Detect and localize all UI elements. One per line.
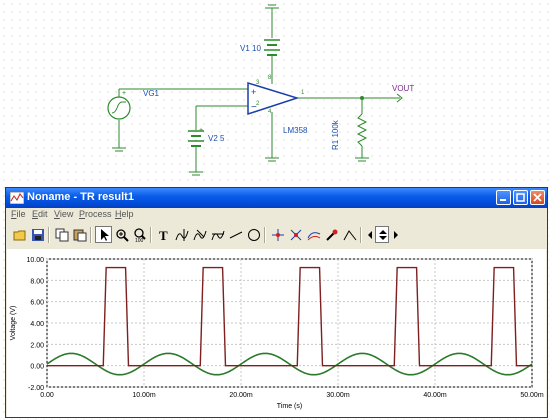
marker-b-icon xyxy=(290,229,302,241)
menu-help[interactable]: Help xyxy=(115,209,134,219)
step-left-icon xyxy=(368,231,372,239)
cursor-c-icon xyxy=(211,230,225,241)
x-tick-label: 0.00 xyxy=(40,392,54,399)
y-tick-label: 8.00 xyxy=(30,278,44,285)
line-tool-button[interactable] xyxy=(227,226,244,243)
zoom-100-button[interactable]: 100 xyxy=(131,226,148,243)
close-button[interactable] xyxy=(530,190,545,205)
cursor-b-button[interactable] xyxy=(191,226,208,243)
step-left-button[interactable] xyxy=(364,226,374,243)
x-axis-label: Time (s) xyxy=(277,403,302,410)
svg-text:T: T xyxy=(159,228,168,242)
svg-text:+: + xyxy=(199,127,203,134)
step-updown-icon xyxy=(379,230,387,240)
cursor-b-icon xyxy=(193,229,207,241)
marker-b-button[interactable] xyxy=(287,226,304,243)
pin2-label: 2 xyxy=(256,101,260,107)
copy-button[interactable] xyxy=(53,226,70,243)
step-updown-button[interactable] xyxy=(375,226,389,243)
zoom-in-button[interactable] xyxy=(113,226,130,243)
text-icon: T xyxy=(159,228,168,242)
pin3-label: 3 xyxy=(256,80,260,86)
cursor-a-icon xyxy=(175,229,189,241)
v1-label: V1 10 xyxy=(240,44,261,53)
svg-text:+: + xyxy=(122,90,126,97)
paste-icon xyxy=(73,229,87,242)
marker-c-icon xyxy=(307,232,321,241)
series-sine xyxy=(46,352,533,376)
zoom-100-icon: 100 xyxy=(134,228,146,242)
schematic-drawing: + + + − xyxy=(107,4,403,176)
x-tick-label: 30.00m xyxy=(326,392,350,399)
open-button[interactable] xyxy=(11,226,28,243)
y-tick-label: -2.00 xyxy=(28,385,44,392)
probe-button[interactable] xyxy=(323,226,340,243)
pin1-label: 1 xyxy=(301,90,305,96)
maximize-icon xyxy=(516,193,525,202)
copy-icon xyxy=(55,228,69,242)
marker-a-button[interactable] xyxy=(269,226,286,243)
pin4-label: 4 xyxy=(268,109,272,115)
v2-label: V2 5 xyxy=(208,134,225,143)
marker-a-icon xyxy=(272,229,284,241)
slope-button[interactable] xyxy=(341,226,358,243)
y-tick-label: 6.00 xyxy=(30,300,44,307)
svg-text:100: 100 xyxy=(135,238,144,242)
result-window: Noname - TR result1 File Edit View Proce… xyxy=(5,187,548,418)
r1-label: R1 100k xyxy=(331,120,340,150)
y-tick-label: 4.00 xyxy=(30,321,44,328)
x-tick-label: 50.00m xyxy=(520,392,544,399)
paste-button[interactable] xyxy=(71,226,88,243)
menu-process[interactable]: Process xyxy=(79,209,112,219)
minimize-icon xyxy=(500,199,506,201)
window-title: Noname - TR result1 xyxy=(27,191,134,203)
x-tick-label: 40.00m xyxy=(423,392,447,399)
minimize-button[interactable] xyxy=(496,190,511,205)
toolbar: 100 T xyxy=(8,225,545,247)
maximize-button[interactable] xyxy=(513,190,528,205)
cursor-c-button[interactable] xyxy=(209,226,226,243)
ellipse-tool-button[interactable] xyxy=(245,226,262,243)
cursor-a-button[interactable] xyxy=(173,226,190,243)
zoom-in-icon xyxy=(116,229,129,242)
y-tick-label: 2.00 xyxy=(30,342,44,349)
menu-edit[interactable]: Edit xyxy=(32,209,48,219)
vg1-label: VG1 xyxy=(143,89,160,98)
line-icon xyxy=(229,231,243,239)
y-axis-label: Voltage (V) xyxy=(10,306,17,341)
vout-label: VOUT xyxy=(392,84,415,93)
close-icon xyxy=(533,193,542,202)
svg-text:−: − xyxy=(251,102,257,113)
open-icon xyxy=(13,230,26,241)
svg-text:+: + xyxy=(251,87,256,97)
marker-c-button[interactable] xyxy=(305,226,322,243)
pin8-label: 8 xyxy=(268,75,272,81)
opamp-label: LM358 xyxy=(283,126,308,135)
text-tool-button[interactable]: T xyxy=(155,226,172,243)
pointer-icon xyxy=(101,229,109,241)
schematic-canvas[interactable]: + + + − V1 10 VG1 V2 5 LM358 VOUT R1 100… xyxy=(0,0,550,185)
pointer-button[interactable] xyxy=(95,226,112,243)
series-square xyxy=(47,266,532,367)
window-titlebar[interactable]: Noname - TR result1 xyxy=(6,188,547,208)
save-icon xyxy=(32,229,44,241)
probe-icon xyxy=(326,229,338,241)
slope-icon xyxy=(343,230,357,241)
y-tick-label: 0.00 xyxy=(30,364,44,371)
ellipse-icon xyxy=(248,229,260,241)
x-tick-label: 20.00m xyxy=(229,392,253,399)
save-button[interactable] xyxy=(29,226,46,243)
menu-view[interactable]: View xyxy=(54,209,74,219)
menu-file[interactable]: File xyxy=(11,209,26,219)
chart-app-icon xyxy=(10,192,24,204)
menu-bar: File Edit View Process Help xyxy=(6,208,547,222)
step-right-icon xyxy=(394,231,398,239)
y-tick-label: 10.00 xyxy=(26,257,44,264)
step-right-button[interactable] xyxy=(390,226,400,243)
x-tick-label: 10.00m xyxy=(132,392,156,399)
